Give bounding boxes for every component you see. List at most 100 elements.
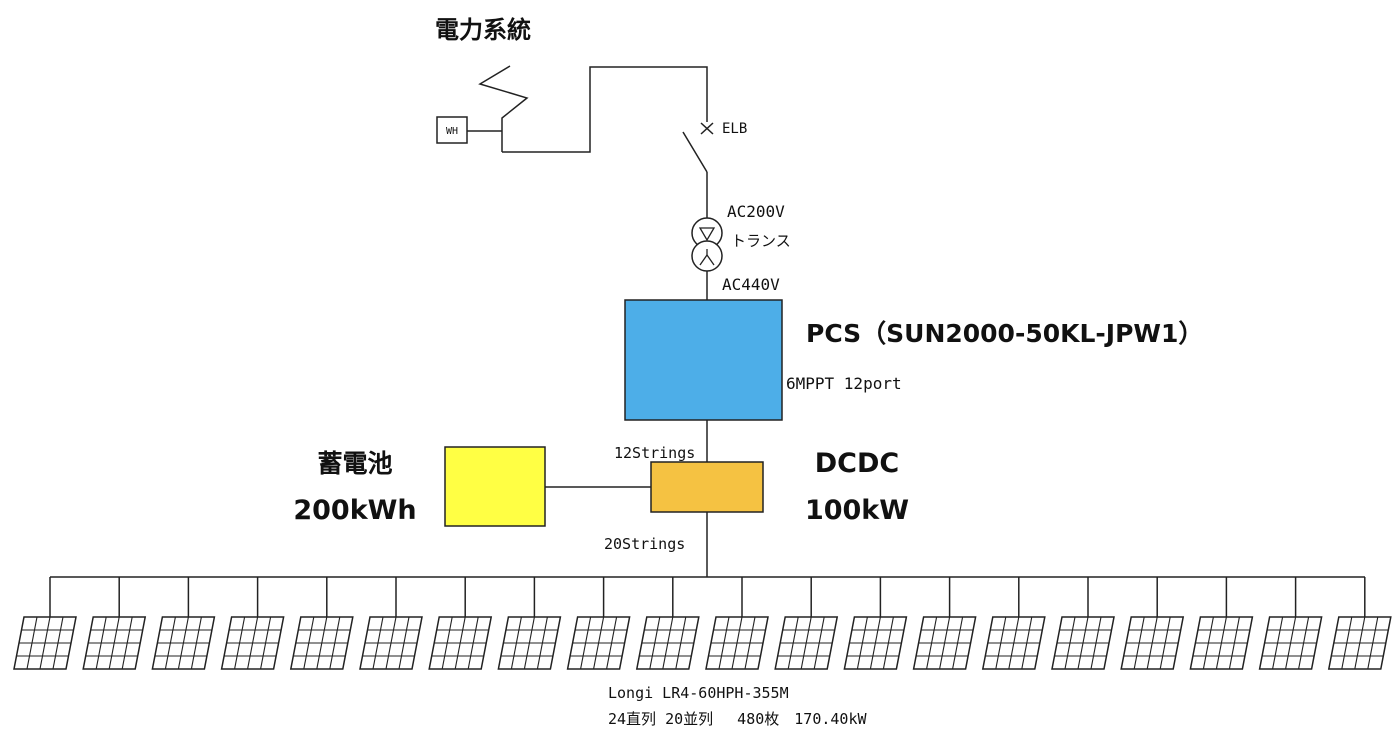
pv-panel [1120,577,1185,670]
pv-panel-cell-col [1090,616,1102,670]
pv-panel-cell-col [39,616,51,670]
pv-panel [1258,577,1323,670]
pv-panel [705,577,769,670]
pv-panel-cell-col [52,616,64,670]
pv-panel-array [13,577,1392,670]
pv-panel-cell-col [1133,616,1145,670]
pv-panel-cell-col [536,616,548,670]
pv-panel-cell-col [177,616,189,670]
pv-panel-cell-col [121,616,133,670]
pv-panel-cell-col [744,616,756,670]
pv-panel-cell-col [1341,616,1353,670]
pv-panel-cell-col [398,616,410,670]
pv-panel-cell-col [882,616,894,670]
dcdc-box [650,461,764,513]
pv-panel-cell-col [1228,616,1240,670]
watt-hour-meter-label: WH [446,126,458,137]
pv-panel [151,577,216,670]
pv-panel [82,577,147,670]
pv-panel [497,577,562,670]
pv-panel-cell-col [731,616,743,670]
pv-panel-cell-col [1285,616,1297,670]
pv-panel [635,577,700,670]
pv-panel-cell-col [1298,616,1310,670]
grid-title: 電力系統 [435,16,531,44]
battery-title: 蓄電池 [317,449,392,478]
dcdc-strings-out: 20Strings [604,535,685,553]
pv-panel-cell-col [1354,616,1366,670]
delta-winding-icon [698,227,716,242]
pv-panel [13,577,77,670]
breaker-switch-icon [682,131,708,173]
pv-panel-cell-col [580,616,592,670]
transformer-secondary-voltage: AC440V [722,275,780,294]
pv-panel [981,577,1046,670]
pv-panel-cell-col [593,616,605,670]
pv-panel [1189,577,1254,670]
watt-hour-meter [436,116,468,144]
pv-panel [1051,577,1115,670]
pv-panel-cell-col [164,616,176,670]
transformer-label: トランス [731,232,791,250]
pv-panel-cell-col [454,616,466,670]
battery-capacity: 200kWh [293,495,416,526]
dcdc-power: 100kW [805,495,909,526]
pv-panel-cell-col [952,616,964,670]
pv-panel [359,577,423,670]
pv-panel-cell-col [869,616,881,670]
pv-panel-cell-col [467,616,479,670]
pv-panel-cell-col [1064,616,1076,670]
pv-panel [774,577,839,670]
pv-panel [428,577,493,670]
pv-panel-cell-col [1215,616,1227,670]
pv-panel-cell-col [649,616,661,670]
pv-panel-cell-col [523,616,535,670]
pcs-title: PCS（SUN2000-50KL-JPW1） [806,319,1203,348]
pv-panel-cell-col [995,616,1007,670]
grid-zigzag-icon [478,65,529,152]
pv-panel-cell-col [1077,616,1089,670]
pv-panel-cell-col [800,616,812,670]
pv-panel-cell-col [329,616,341,670]
dcdc-title: DCDC [815,448,899,479]
pv-panel [912,577,977,670]
pv-panel-cell-col [441,616,453,670]
pv-panel-cell-col [939,616,951,670]
pv-model: Longi LR4-60HPH-355M [608,684,789,702]
breaker-label: ELB [722,121,747,137]
pv-panel-cell-col [95,616,107,670]
pv-panel-cell-col [510,616,522,670]
pv-panel-cell-col [108,616,120,670]
pv-panel-cell-col [1008,616,1020,670]
pv-panel-cell-col [234,616,246,670]
pv-panel-cell-col [1367,616,1379,670]
pv-panel-cell-col [1272,616,1284,670]
pv-panel-cell-col [813,616,825,670]
pv-panel-cell-col [1146,616,1158,670]
pv-panel-cell-col [856,616,868,670]
pv-panel-cell-col [926,616,938,670]
pv-panel [289,577,354,670]
pv-panel-cell-col [247,616,259,670]
pv-panel-cell-col [260,616,272,670]
pv-panel [843,577,908,670]
dcdc-strings-in: 12Strings [614,444,695,462]
pv-panel [1327,577,1392,670]
pv-panel-cell-col [787,616,799,670]
pv-panel-cell-col [662,616,674,670]
pv-panel-cell-col [385,616,397,670]
pv-panel-cell-col [606,616,618,670]
pcs-spec: 6MPPT 12port [786,374,902,393]
transformer-primary-voltage: AC200V [727,202,785,221]
pv-panel-cell-col [718,616,730,670]
pv-panel-cell-col [1021,616,1033,670]
pv-panel-cell-col [316,616,328,670]
pv-panel [566,577,631,670]
pv-panel-cell-col [26,616,38,670]
pv-panel [220,577,285,670]
battery-box [444,446,546,527]
pv-panel-cell-col [1202,616,1214,670]
pv-panel-cell-col [190,616,202,670]
pv-panel-cell-col [303,616,315,670]
